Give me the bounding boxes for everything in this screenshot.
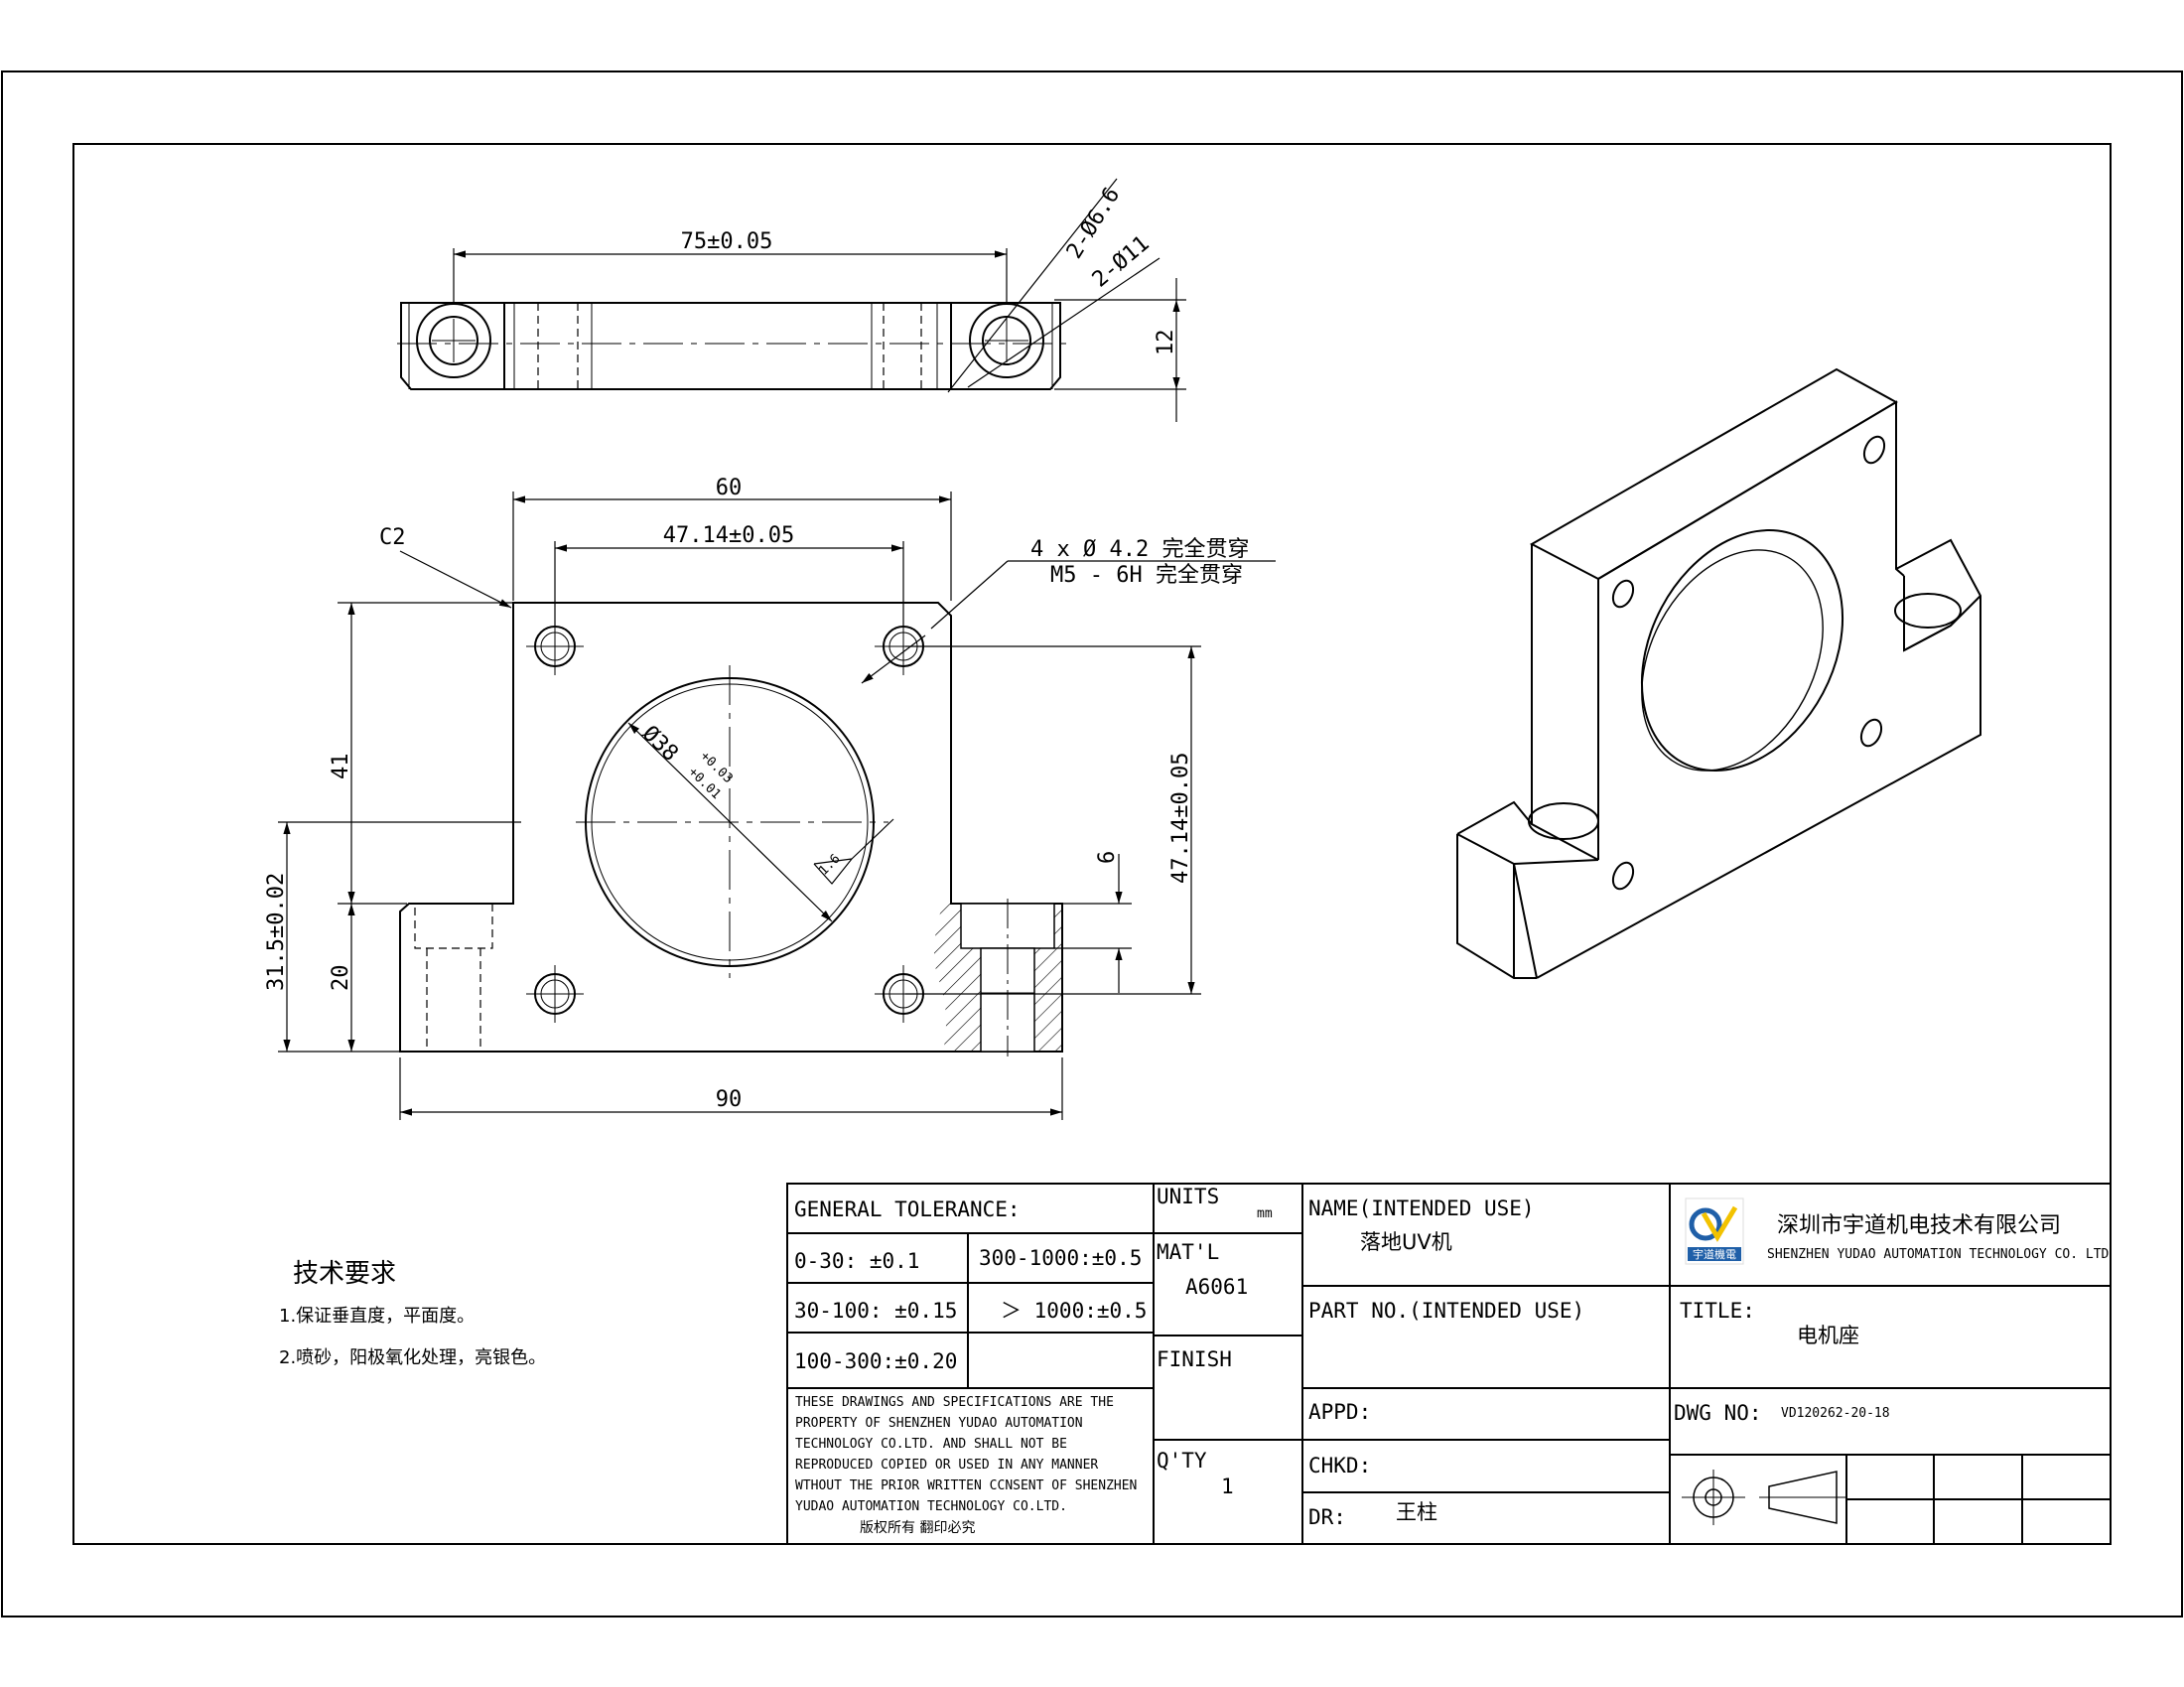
- top-view: [397, 302, 1067, 390]
- name-label: NAME(INTENDED USE): [1308, 1196, 1535, 1220]
- appd-label: APPD:: [1308, 1400, 1371, 1424]
- logo-text: 宇道機電: [1693, 1247, 1736, 1261]
- copyright-line: WTHOUT THE PRIOR WRITTEN CCNSENT OF SHEN…: [795, 1478, 1137, 1493]
- tolerance-100-300: 100-300:±0.20: [794, 1349, 957, 1373]
- dim-depth-6: 6: [1095, 851, 1120, 864]
- dim-height-20: 20: [329, 965, 353, 992]
- dim-base-height: 31.5±0.02: [264, 873, 289, 991]
- company-logo: 宇道機電: [1685, 1197, 1744, 1265]
- tech-requirements: 技术要求 1.保证垂直度，平面度。 2.喷砂，阳极氧化处理，亮银色。: [279, 1253, 546, 1369]
- tolerance-over-1000: ＞ 1000:±0.5: [1001, 1299, 1147, 1323]
- name-value: 落地UV机: [1360, 1230, 1452, 1254]
- tolerance-300-1000: 300-1000:±0.5: [979, 1246, 1142, 1270]
- dim-hole-large: 2-Ø11: [1088, 231, 1155, 293]
- title-value: 电机座: [1797, 1324, 1859, 1347]
- dr-label: DR:: [1308, 1505, 1346, 1529]
- finish-label: FINISH: [1157, 1347, 1232, 1371]
- copyright-line: TECHNOLOGY CO.LTD. AND SHALL NOT BE: [795, 1437, 1067, 1452]
- tolerance-0-30: 0-30: ±0.1: [794, 1249, 919, 1273]
- dim-width-60: 60: [716, 476, 743, 500]
- units-label: UNITS: [1157, 1185, 1219, 1208]
- tech-requirement-item: 2.喷砂，阳极氧化处理，亮银色。: [279, 1347, 547, 1368]
- qty-value: 1: [1221, 1475, 1234, 1498]
- company-name-en: SHENZHEN YUDAO AUTOMATION TECHNOLOGY CO.…: [1767, 1247, 2110, 1262]
- front-view: [399, 602, 1063, 1056]
- note-hole-thru: 4 x Ø 4.2 完全贯穿: [1030, 537, 1249, 562]
- tech-requirement-item: 1.保证垂直度，平面度。: [279, 1306, 476, 1327]
- dim-hole-pitch: 47.14±0.05: [663, 523, 794, 548]
- copyright-line: YUDAO AUTOMATION TECHNOLOGY CO.LTD.: [795, 1499, 1067, 1514]
- title-label: TITLE:: [1680, 1299, 1755, 1323]
- dim-bore: Ø38: [637, 721, 683, 767]
- note-thread: M5 - 6H 完全贯穿: [1050, 563, 1243, 588]
- copyright-line: PROPERTY OF SHENZHEN YUDAO AUTOMATION: [795, 1416, 1083, 1431]
- units-value: mm: [1257, 1206, 1273, 1221]
- dwg-no-label: DWG NO:: [1674, 1401, 1762, 1425]
- dim-chamfer: C2: [379, 525, 406, 550]
- top-view-dimensions: [453, 178, 1186, 422]
- tech-requirements-title: 技术要求: [293, 1259, 397, 1289]
- dr-value: 王柱: [1396, 1500, 1437, 1524]
- mounting-hole: [526, 618, 584, 675]
- dwg-no-value: VD120262-20-18: [1781, 1406, 1890, 1421]
- mounting-hole: [526, 965, 584, 1023]
- tolerance-30-100: 30-100: ±0.15: [794, 1299, 957, 1323]
- company-name-cn: 深圳市宇道机电技术有限公司: [1777, 1213, 2061, 1238]
- dim-thickness: 12: [1154, 330, 1178, 356]
- dim-width-90: 90: [716, 1087, 743, 1112]
- title-block-grid: [786, 1183, 2112, 1545]
- general-tolerance-label: GENERAL TOLERANCE:: [794, 1197, 1021, 1221]
- dim-height-41: 41: [329, 754, 353, 780]
- material-label: MAT'L: [1157, 1240, 1219, 1264]
- dim-vertical-pitch: 47.14±0.05: [1168, 753, 1193, 884]
- part-no-label: PART NO.(INTENDED USE): [1308, 1299, 1584, 1323]
- front-view-dimensions: [278, 492, 1276, 1120]
- copyright-cn: 版权所有 翻印必究: [860, 1520, 975, 1536]
- copyright-line: THESE DRAWINGS AND SPECIFICATIONS ARE TH…: [795, 1395, 1114, 1410]
- dim-top-span: 75±0.05: [681, 229, 773, 254]
- chkd-label: CHKD:: [1308, 1454, 1371, 1477]
- copyright-text: THESE DRAWINGS AND SPECIFICATIONS ARE TH…: [795, 1395, 1137, 1536]
- qty-label: Q'TY: [1157, 1449, 1207, 1473]
- projection-symbol: [1682, 1470, 1846, 1525]
- material-value: A6061: [1185, 1275, 1248, 1299]
- isometric-view: [1456, 367, 1981, 979]
- copyright-line: REPRODUCED COPIED OR USED IN ANY MANNER: [795, 1458, 1098, 1473]
- outer-border: [1, 70, 2183, 1617]
